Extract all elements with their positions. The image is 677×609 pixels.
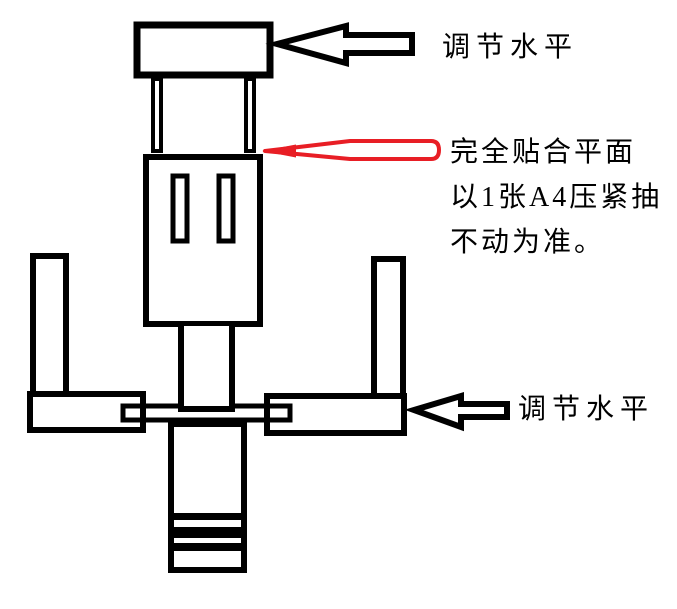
thread-stripe xyxy=(171,513,244,520)
note-line-1: 完全贴合平面 xyxy=(450,137,637,168)
thread-stripe xyxy=(171,543,244,551)
red-arrow-note: 完全贴合平面 以1张A4压紧抽 不动为准。 xyxy=(450,130,662,265)
note-line-3: 不动为准。 xyxy=(450,227,606,258)
red-arrow-shaft xyxy=(263,139,441,161)
thread-stripe xyxy=(171,527,244,538)
left-guide-pin xyxy=(151,77,163,153)
right-guide-pin xyxy=(244,77,256,153)
top-plate xyxy=(133,21,274,79)
note-line-2: 以1张A4压紧抽 xyxy=(450,182,663,213)
red-arrow-icon xyxy=(262,139,441,161)
top-arrow-icon xyxy=(265,22,415,67)
left-bracket-base xyxy=(27,391,146,433)
right-bracket-post xyxy=(371,256,406,397)
slot-right xyxy=(216,173,236,244)
bottom-arrow-icon xyxy=(404,391,510,432)
upper-block xyxy=(143,154,263,327)
slot-left xyxy=(170,173,190,244)
upper-column xyxy=(178,326,235,412)
top-arrow-label: 调节水平 xyxy=(442,32,579,63)
left-bracket-post xyxy=(30,253,69,397)
thread-stripes xyxy=(171,513,244,551)
red-arrow-tip xyxy=(262,144,296,158)
bottom-arrow-label: 调节水平 xyxy=(518,394,655,425)
